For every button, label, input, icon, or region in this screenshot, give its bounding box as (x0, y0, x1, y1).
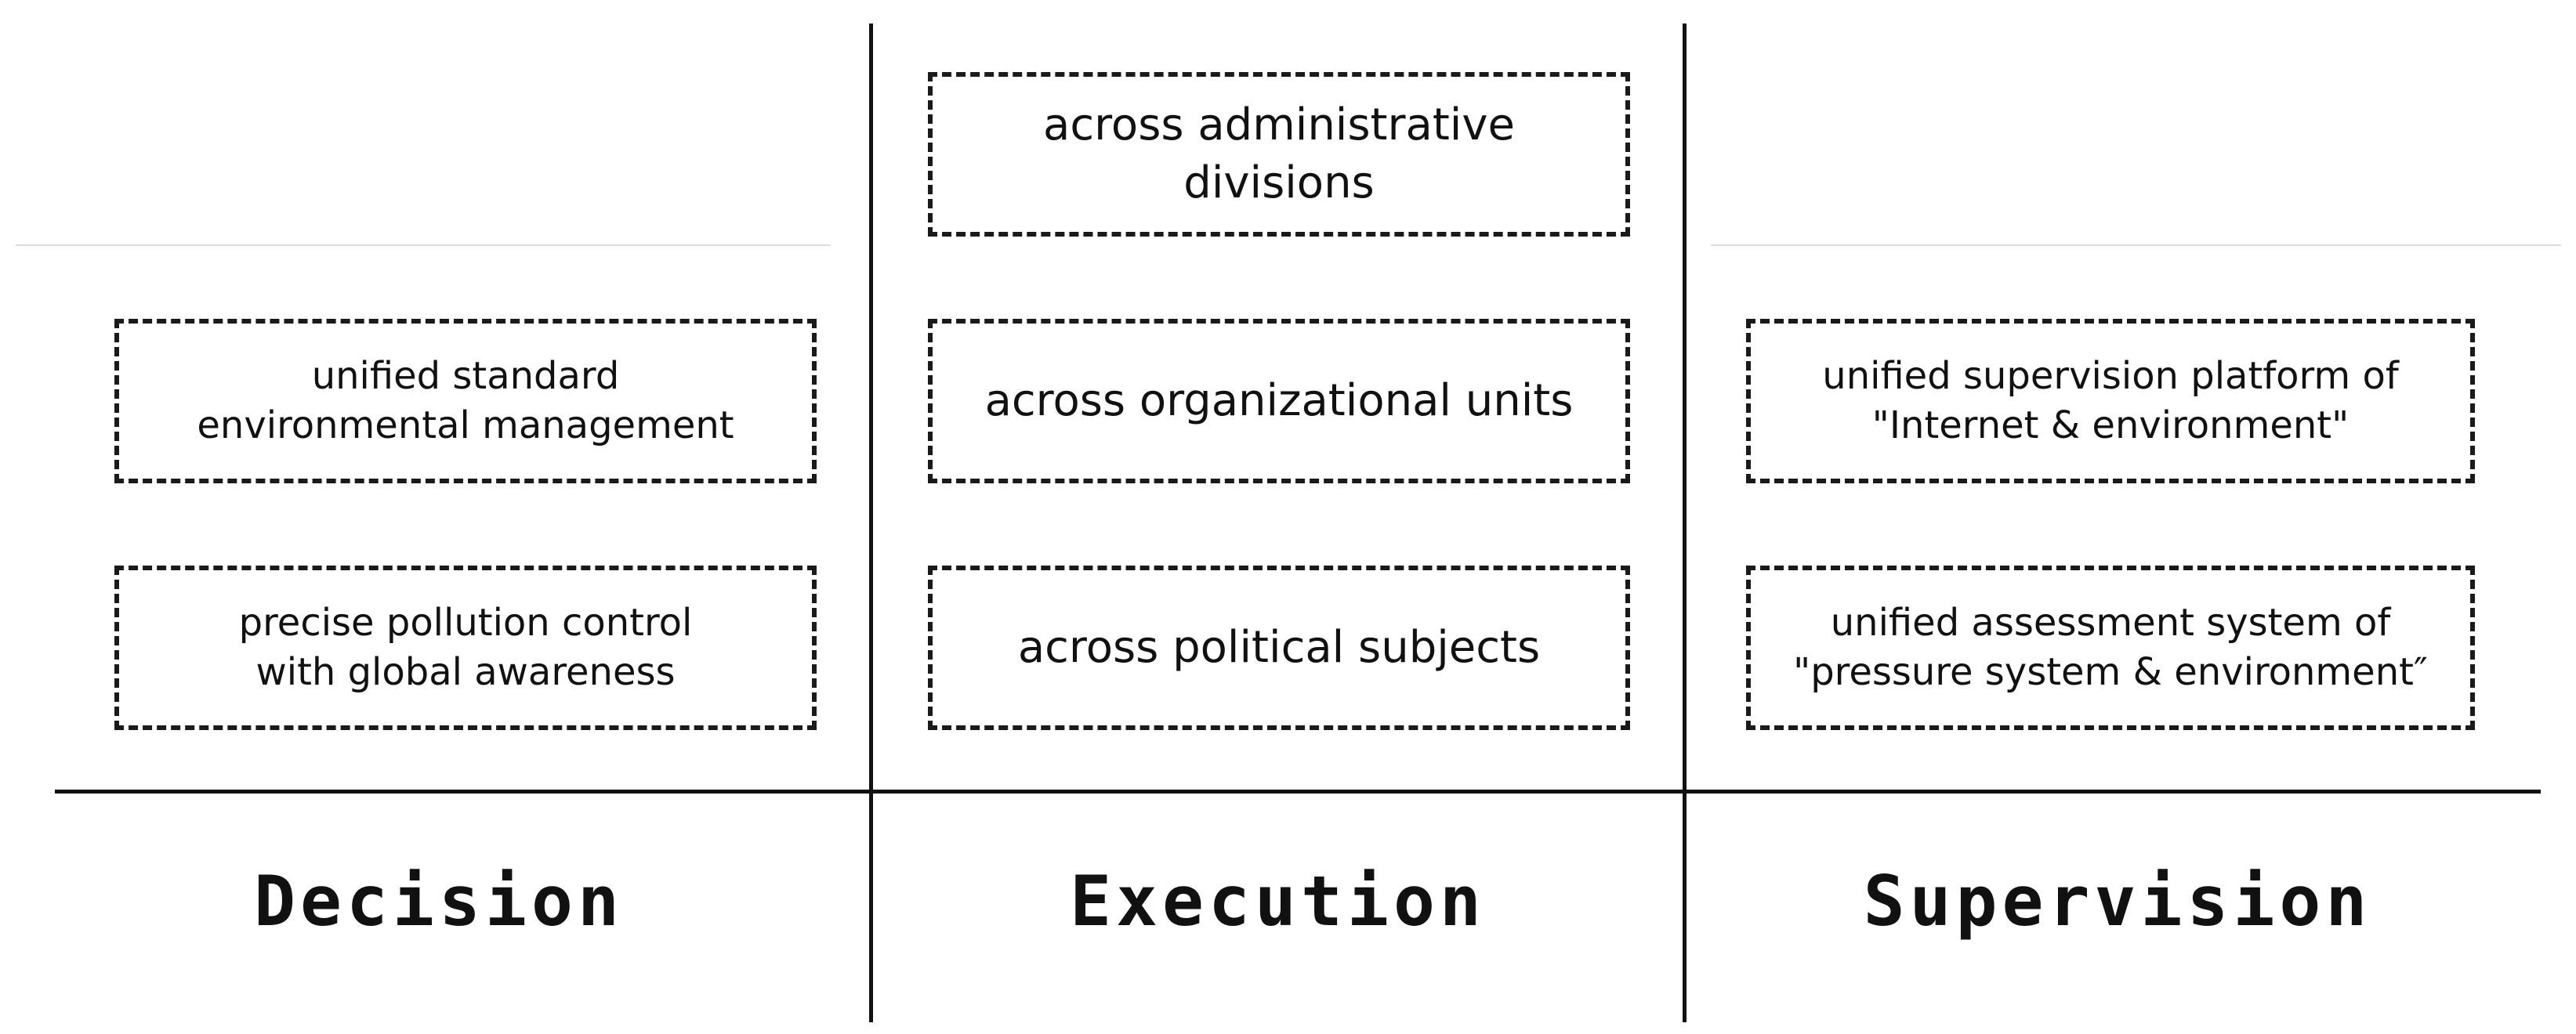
decision-box-unified-standard: unified standard environmental managemen… (114, 319, 817, 483)
supervision-item-1-text: unified supervision platform of "Interne… (1822, 353, 2399, 447)
faint-guide-line-left (16, 244, 831, 246)
execution-box-administrative-divisions: across administrative divisions (928, 72, 1630, 237)
execution-item-3-text: across political subjects (1017, 622, 1541, 674)
decision-item-1-text: unified standard environmental managemen… (197, 353, 734, 447)
supervision-item-2-text: unified assessment system of "pressure s… (1793, 600, 2428, 694)
decision-box-precise-pollution-control: precise pollution control with global aw… (114, 566, 817, 730)
execution-box-political-subjects: across political subjects (928, 566, 1630, 730)
supervision-box-assessment-system: unified assessment system of "pressure s… (1746, 566, 2475, 730)
supervision-column-title: Supervision (1863, 860, 2372, 942)
decision-column-title: Decision (254, 860, 624, 942)
supervision-box-supervision-platform: unified supervision platform of "Interne… (1746, 319, 2475, 483)
execution-item-1-text: across administrative divisions (1043, 99, 1515, 208)
column-divider-left (869, 24, 873, 1022)
title-baseline-divider (55, 790, 2541, 794)
execution-box-organizational-units: across organizational units (928, 319, 1630, 483)
decision-item-2-text: precise pollution control with global aw… (238, 600, 693, 694)
execution-item-2-text: across organizational units (984, 375, 1574, 427)
faint-guide-line-right (1711, 244, 2561, 246)
execution-column-title: Execution (1070, 860, 1486, 942)
column-divider-right (1683, 24, 1687, 1022)
